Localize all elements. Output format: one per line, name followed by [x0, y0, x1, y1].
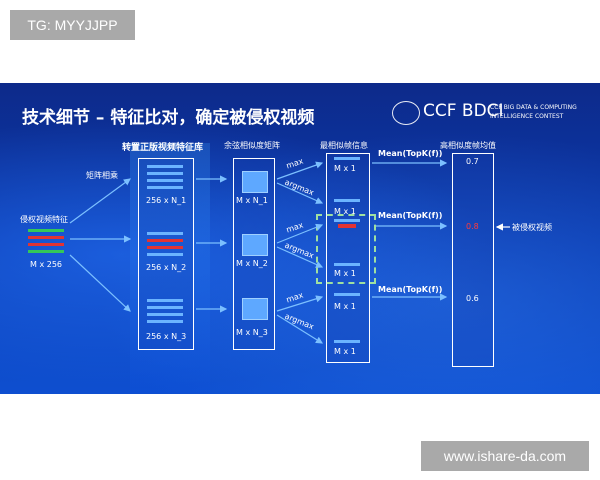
cos-matrix-1 — [242, 171, 268, 193]
logo-sub2: INTELLIGENCE CONTEST — [490, 113, 564, 120]
mx1-box — [326, 153, 370, 363]
score-1: 0.7 — [466, 157, 479, 166]
lib-frame-3a — [147, 299, 183, 302]
arrow-max-1 — [276, 161, 324, 180]
mx1-label-4: M x 1 — [334, 302, 356, 311]
lib-frame-1a — [147, 165, 183, 168]
cos-label-2: M x N_2 — [236, 259, 268, 268]
mx1-bar-3 — [334, 219, 360, 222]
lib-frame-2a — [147, 232, 183, 235]
cos-matrix-3 — [242, 298, 268, 320]
library-label-2: 256 x N_2 — [146, 263, 187, 272]
logo-main: CCF BDCI — [423, 101, 504, 121]
score-title: 高相似度帧均值 — [440, 141, 496, 150]
mx1-label-5: M x 1 — [334, 347, 356, 356]
logo-sub1: CCF BIG DATA & COMPUTING — [490, 104, 577, 111]
cos-matrix-2 — [242, 234, 268, 256]
arrow-argmax-3 — [276, 314, 324, 344]
watermark-top: TG: MYYJJPP — [10, 10, 135, 40]
lib-frame-1b — [147, 172, 183, 175]
mx1-label-1: M x 1 — [334, 164, 356, 173]
score-3: 0.6 — [466, 294, 479, 303]
lib-frame-2c — [147, 246, 183, 249]
arrow-left-to-lib-1 — [69, 178, 131, 224]
library-label-1: 256 x N_1 — [146, 196, 187, 205]
mx1-bar-2 — [334, 199, 360, 202]
matmul-label: 矩阵相乘 — [86, 171, 118, 180]
score-2: 0.8 — [466, 222, 479, 231]
arrow-max-3 — [276, 295, 324, 312]
cos-label-1: M x N_1 — [236, 196, 268, 205]
mx1-bar-4 — [334, 263, 360, 266]
cos-title: 余弦相似度矩阵 — [224, 141, 280, 150]
mx1-bar-5 — [334, 293, 360, 296]
lib-frame-2b — [147, 239, 183, 242]
mean-label-1: Mean(TopK(f)) — [378, 149, 443, 158]
score-box — [452, 153, 494, 367]
watermark-bottom: www.ishare-da.com — [421, 441, 589, 471]
left-feature-label: 侵权视频特征 — [20, 215, 68, 224]
mx1-label-3: M x 1 — [334, 269, 356, 278]
ccf-seal-icon — [392, 101, 420, 125]
lib-frame-1c — [147, 179, 183, 182]
lib-frame-3b — [147, 306, 183, 309]
highlight-dashed-box — [316, 214, 376, 284]
left-bar-red-2 — [28, 243, 64, 246]
lib-frame-3c — [147, 313, 183, 316]
left-dim-label: M x 256 — [30, 260, 62, 269]
mx1-bar-3-red — [338, 224, 356, 228]
arrow-max-2 — [276, 223, 324, 244]
slide-glow — [130, 143, 210, 393]
lib-frame-2d — [147, 253, 183, 256]
mean-label-3: Mean(TopK(f)) — [378, 285, 443, 294]
mx1-bar-6 — [334, 340, 360, 343]
infringed-label: 被侵权视频 — [512, 223, 552, 232]
left-bar-green-bottom — [28, 250, 64, 253]
mx1-title: 最相似帧信息 — [320, 141, 368, 150]
slide-title: 技术细节 – 特征比对，确定被侵权视频 — [22, 108, 315, 128]
mx1-bar-1 — [334, 157, 360, 160]
library-title: 转置正版视频特征库 — [122, 143, 204, 153]
arrow-argmax-2 — [276, 246, 324, 268]
slide-image: 技术细节 – 特征比对，确定被侵权视频 CCF BDCI CCF BIG DAT… — [0, 83, 600, 394]
arrow-left-to-lib-3 — [69, 254, 131, 312]
left-bar-green-top — [28, 229, 64, 232]
left-bar-red-1 — [28, 236, 64, 239]
lib-frame-1d — [147, 186, 183, 189]
arrow-argmax-1 — [276, 182, 324, 204]
cos-label-3: M x N_3 — [236, 328, 268, 337]
library-label-3: 256 x N_3 — [146, 332, 187, 341]
mx1-label-2: M x 1 — [334, 207, 356, 216]
arrows-layer — [69, 159, 510, 344]
lib-frame-3d — [147, 320, 183, 323]
mean-label-2: Mean(TopK(f)) — [378, 211, 443, 220]
